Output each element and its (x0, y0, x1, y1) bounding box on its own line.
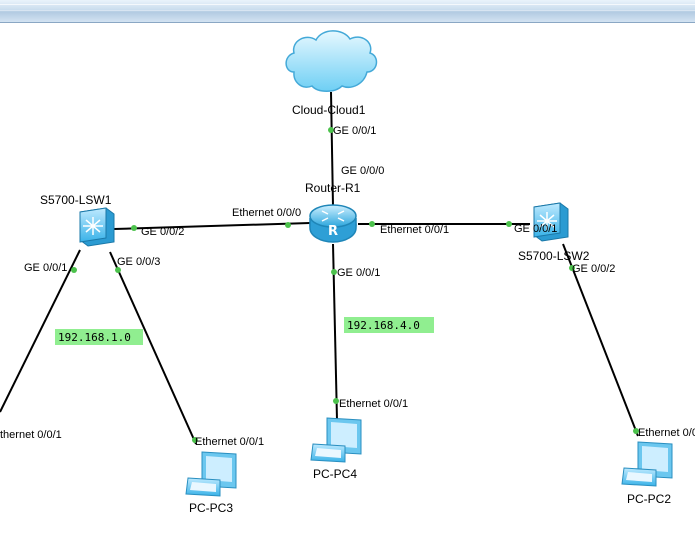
port-dot (569, 265, 575, 271)
link-lsw1-pcleft (0, 249, 81, 413)
pc3-label: PC-PC3 (189, 501, 233, 515)
port-dot (192, 437, 198, 443)
svg-text:192.168.1.0: 192.168.1.0 (58, 331, 131, 344)
port-label: GE 0/0/2 (572, 263, 615, 275)
port-dots (71, 127, 639, 443)
link-lsw1-pc3 (109, 251, 197, 445)
svg-text:R: R (328, 224, 338, 239)
window-title-bar (0, 0, 695, 23)
lsw1-label: S5700-LSW1 (40, 193, 112, 207)
switch-lsw1-icon[interactable] (79, 207, 115, 247)
port-label: GE 0/0/1 (24, 262, 67, 274)
link-lsw2-pc2 (562, 243, 639, 437)
cloud-icon[interactable] (285, 30, 378, 92)
port-dot (71, 267, 77, 273)
pc4-label: PC-PC4 (313, 467, 357, 481)
port-label: GE 0/0/3 (117, 256, 160, 268)
port-label: GE 0/0/2 (141, 226, 184, 238)
network-label-192-168-4-0: 192.168.4.0 (344, 317, 434, 333)
pc-pc4-icon[interactable] (310, 417, 362, 463)
link-cloud-router (330, 91, 334, 207)
switch-lsw2-icon[interactable] (533, 202, 569, 242)
port-dot (331, 269, 337, 275)
port-dot (333, 398, 339, 404)
port-label: Ethernet 0/0/0 (232, 207, 301, 219)
router-icon[interactable]: R (309, 204, 357, 243)
pc-pc3-icon[interactable] (185, 451, 237, 497)
port-label: GE 0/0/0 (341, 165, 384, 177)
port-label: Ethernet 0/0/1 (195, 436, 264, 448)
port-label: GE 0/0/1 (333, 125, 376, 137)
pc-pc2-icon[interactable] (621, 441, 673, 487)
port-label: Ethernet 0/0 (638, 427, 695, 439)
router-label: Router-R1 (305, 181, 361, 195)
links (0, 91, 639, 445)
port-dot (633, 428, 639, 434)
svg-text:192.168.4.0: 192.168.4.0 (347, 319, 420, 332)
port-dot (285, 222, 291, 228)
port-label: GE 0/0/1 (337, 267, 380, 279)
pc2-label: PC-PC2 (627, 492, 671, 506)
port-label: Ethernet 0/0/1 (380, 224, 449, 236)
port-dot (328, 127, 334, 133)
port-dot (115, 267, 121, 273)
port-dot (369, 221, 375, 227)
lsw2-label: S5700-LSW2 (518, 249, 590, 263)
port-dot (131, 225, 137, 231)
port-label: Ethernet 0/0/1 (339, 398, 408, 410)
cloud-label: Cloud-Cloud1 (292, 103, 366, 117)
port-label: thernet 0/0/1 (0, 429, 62, 441)
link-lsw1-router (113, 222, 311, 230)
port-dot (506, 221, 512, 227)
port-label: GE 0/0/1 (514, 223, 557, 235)
network-label-192-168-1-0: 192.168.1.0 (55, 329, 143, 345)
